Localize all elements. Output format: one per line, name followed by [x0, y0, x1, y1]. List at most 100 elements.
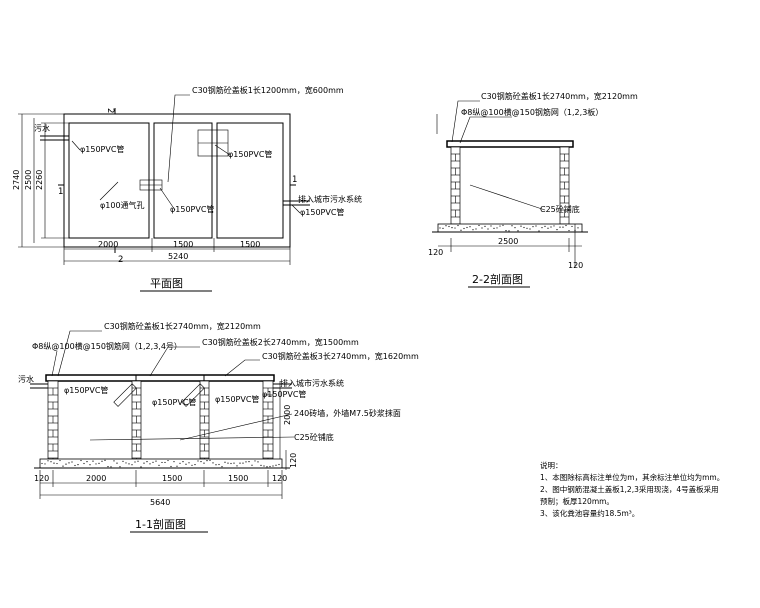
gravel-dot [155, 460, 157, 462]
gravel-dot [71, 461, 73, 463]
gravel-dot [53, 462, 55, 464]
s11-leader-base [89, 436, 295, 441]
s11-base [39, 458, 283, 469]
gravel-dot [511, 225, 513, 227]
s22-dim-left: 120 [428, 248, 443, 257]
gravel-dot [56, 462, 58, 465]
gravel-dot [92, 460, 94, 462]
gravel-dot [508, 230, 510, 232]
s11-dim-1500a: 1500 [162, 474, 182, 483]
gravel-dot [212, 462, 214, 464]
gravel-dot [173, 461, 175, 463]
plan-sewage-in: 污水 [34, 123, 50, 133]
gravel-dot [137, 460, 139, 462]
gravel-dot [493, 227, 495, 229]
gravel-dot [487, 228, 489, 230]
gravel-dot [532, 226, 534, 228]
s11-leader-rebar [51, 350, 58, 377]
s11-tee-pipe-2 [181, 383, 205, 407]
gravel-dot [47, 460, 49, 462]
gravel-dot [101, 460, 103, 462]
s22-leader-cover [451, 100, 480, 143]
gravel-dot [44, 463, 46, 465]
gravel-dot [188, 462, 190, 464]
gravel-dot [218, 463, 220, 466]
gravel-dot [481, 227, 483, 229]
gravel-dot [535, 225, 537, 227]
plan-dim-1500a: 1500 [173, 240, 193, 249]
gravel-dot [128, 463, 130, 465]
s11-sewage-in: 污水 [18, 374, 34, 384]
gravel-dot [95, 463, 97, 465]
s11-pipe-label-4: φ150PVC管 [262, 389, 306, 399]
notes-item-2-cont: 预制；板厚120mm。 [540, 497, 614, 506]
gravel-dot [499, 225, 501, 227]
plan-vent-label: φ100通气孔 [100, 200, 145, 210]
gravel-dot [59, 459, 61, 462]
gravel-dot [203, 462, 205, 464]
gravel-dot [197, 460, 199, 462]
section-2-2: C30钢筋砼盖板1长2740mm，宽2120mm Φ8纵@100横@150钢筋网… [428, 91, 638, 288]
gravel-dot [107, 465, 109, 468]
plan-pipe-label-4: φ150PVC管 [300, 207, 344, 217]
gravel-dot [469, 226, 471, 228]
gravel-dot [119, 466, 121, 468]
gravel-dot [263, 465, 265, 467]
s11-pipe-label-2: φ150PVC管 [152, 397, 196, 407]
gravel-dot [191, 464, 193, 466]
gravel-dot [170, 465, 172, 468]
gravel-dot [272, 465, 274, 467]
plan-outer-wall [63, 113, 291, 248]
notes-block: 说明： 1、本图除标高标注单位为m，其余标注单位均为mm。 2、图中钢筋混凝土盖… [540, 460, 755, 520]
gravel-dot [266, 466, 268, 468]
gravel-dot [254, 460, 256, 462]
plan-to-city: 排入城市污水系统 [298, 194, 362, 204]
gravel-dot [68, 462, 70, 464]
plan-dim-total: 5240 [168, 252, 188, 261]
gravel-dot [517, 230, 519, 232]
gravel-dot [242, 462, 244, 464]
gravel-dot [514, 227, 516, 229]
gravel-dot [122, 460, 124, 462]
gravel-dot [245, 461, 247, 463]
gravel-dot [131, 464, 133, 466]
s11-tee-pipe-1 [113, 383, 137, 407]
notes-heading: 说明： [540, 461, 563, 470]
gravel-dot [80, 459, 82, 462]
plan-pipe-label-3: φ150PVC管 [170, 204, 214, 214]
section-1-1: C30钢筋砼盖板1长2740mm，宽2120mm Φ8纵@100横@150钢筋网… [18, 321, 419, 533]
gravel-dot [248, 461, 250, 463]
gravel-dot [269, 465, 271, 468]
gravel-dot [125, 462, 127, 464]
gravel-dot [146, 461, 148, 463]
s11-pipe-label-1: φ150PVC管 [64, 385, 108, 395]
gravel-dot [568, 229, 570, 232]
plan-dim-2000: 2000 [98, 240, 118, 249]
s11-leader-cover2 [149, 346, 200, 377]
s22-cover-label: C30钢筋砼盖板1长2740mm，宽2120mm [481, 91, 638, 101]
gravel-dot [526, 227, 528, 229]
s22-title: 2-2剖面图 [472, 272, 523, 286]
s11-to-city: 排入城市污水系统 [280, 378, 344, 388]
plan-sec2-top: 2 [105, 108, 115, 113]
gravel-dot [149, 463, 151, 465]
gravel-dot [475, 228, 477, 230]
gravel-dot [200, 460, 202, 463]
gravel-dot [565, 224, 567, 227]
gravel-dot [454, 227, 456, 229]
gravel-dot [83, 462, 85, 465]
gravel-dot [260, 464, 262, 466]
gravel-dot [140, 466, 142, 468]
plan-dim-1500b: 1500 [240, 240, 260, 249]
gravel-dot [251, 464, 253, 466]
plan-pipe-label-1: φ150PVC管 [80, 144, 124, 154]
plan-sec1-right: 1 [292, 175, 297, 185]
s22-rebar-label: Φ8纵@100横@150钢筋网（1,2,3板） [461, 107, 603, 117]
s11-cover1-label: C30钢筋砼盖板1长2740mm，宽2120mm [104, 321, 261, 331]
gravel-dot [86, 461, 88, 463]
s11-dim-total: 5640 [150, 498, 170, 507]
gravel-dot [164, 461, 166, 464]
plan-title: 平面图 [150, 277, 183, 290]
s11-rebar-label: Φ8纵@100横@150钢筋网（1,2,3,4号） [32, 341, 182, 351]
plan-pipe-label-2: φ150PVC管 [228, 149, 272, 159]
